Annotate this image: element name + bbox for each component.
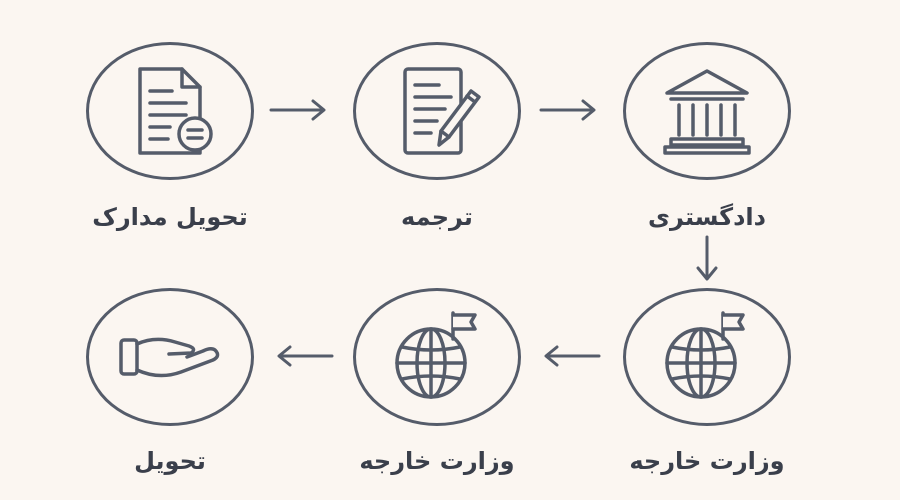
step-foreign-ministry-1: وزارت خارجه <box>607 288 807 476</box>
step-label: ترجمه <box>401 203 473 231</box>
pencil-document-icon <box>403 67 481 155</box>
arrow-right-icon <box>539 99 596 121</box>
courthouse-icon <box>663 69 751 155</box>
hand-icon <box>119 337 220 378</box>
step-foreign-ministry-2: وزارت خارجه <box>337 288 537 476</box>
step-circle <box>623 288 791 426</box>
step-delivery: تحویل <box>70 288 270 476</box>
step-label: دادگستری <box>648 203 766 231</box>
step-label: تحویل <box>134 447 206 475</box>
step-label: تحویل مدارک <box>92 203 248 231</box>
step-circle <box>86 42 254 180</box>
arrow-left-icon <box>544 345 601 367</box>
step-document-delivery: تحویل مدارک <box>70 42 270 232</box>
step-circle <box>353 288 521 426</box>
step-label: وزارت خارجه <box>629 447 785 475</box>
arrow-right-icon <box>269 99 326 121</box>
step-circle <box>623 42 791 180</box>
step-circle <box>353 42 521 180</box>
arrow-left-icon <box>277 345 334 367</box>
step-circle <box>86 288 254 426</box>
arrow-down-icon <box>696 235 718 281</box>
step-courthouse: دادگستری <box>607 42 807 232</box>
step-translation: ترجمه <box>337 42 537 232</box>
step-label: وزارت خارجه <box>359 447 515 475</box>
globe-flag-icon <box>665 311 745 399</box>
document-icon <box>138 67 213 155</box>
globe-flag-icon <box>395 311 477 399</box>
